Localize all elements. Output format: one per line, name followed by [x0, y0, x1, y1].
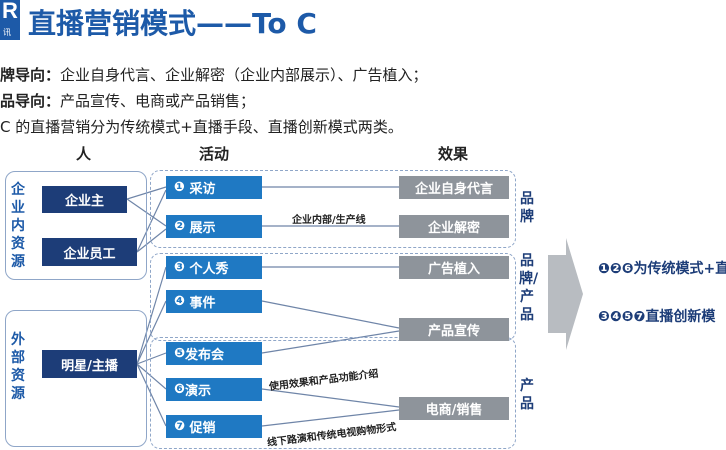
header-activity: 活动: [199, 145, 230, 163]
activity-display: ❷ 展示: [166, 215, 262, 238]
effect-ad-placement: 广告植入: [399, 256, 509, 279]
person-staff: 企业员工: [42, 238, 137, 266]
category-product: 产品: [520, 378, 534, 412]
person-star: 明星/主播: [42, 350, 137, 378]
external-group-box: [5, 310, 147, 447]
summary-innovative: ❸❹❺❼直播创新模: [598, 309, 716, 325]
category-brand: 品牌: [520, 191, 534, 225]
activity-personal-show: ❸ 个人秀: [166, 256, 262, 279]
activity-promotion: ❼ 促销: [166, 415, 262, 438]
page-title: 直播营销模式——To C: [28, 7, 317, 40]
summary-traditional: ❶❷❻为传统模式+直: [598, 261, 726, 277]
person-owner: 企业主: [42, 186, 127, 213]
effect-ecommerce: 电商/销售: [399, 397, 509, 420]
logo: R 讯: [0, 0, 20, 40]
internal-group-box: [5, 171, 147, 280]
effect-decoding: 企业解密: [399, 215, 509, 238]
header-people: 人: [76, 145, 92, 163]
label-external-resources: 外部资源: [11, 332, 25, 402]
arrow-icon: [548, 238, 583, 350]
intro-line-2: 品导向：产品宣传、电商或产品销售；: [0, 92, 256, 110]
activity-interview: ❶ 采访: [166, 176, 262, 199]
header-effect: 效果: [438, 145, 469, 163]
effect-self-endorsement: 企业自身代言: [399, 176, 509, 199]
effect-product-promo: 产品宣传: [399, 318, 509, 341]
intro-line-3: C 的直播营销分为传统模式+直播手段、直播创新模式两类。: [0, 118, 403, 136]
logo-sub: 讯: [3, 28, 11, 37]
activity-event: ❹ 事件: [166, 290, 262, 313]
brand-dashed-box: [150, 170, 516, 248]
category-brand-product: 品牌/产品: [519, 253, 539, 323]
intro-line-1: 牌导向：企业自身代言、企业解密（企业内部展示）、广告植入；: [0, 66, 428, 84]
brand-product-dashed-box: [150, 253, 516, 341]
edge-label-internal: 企业内部/生产线: [292, 215, 366, 226]
product-dashed-box: [150, 337, 516, 449]
logo-mark: R: [2, 0, 18, 23]
label-internal-resources: 企业内资源: [11, 182, 25, 270]
